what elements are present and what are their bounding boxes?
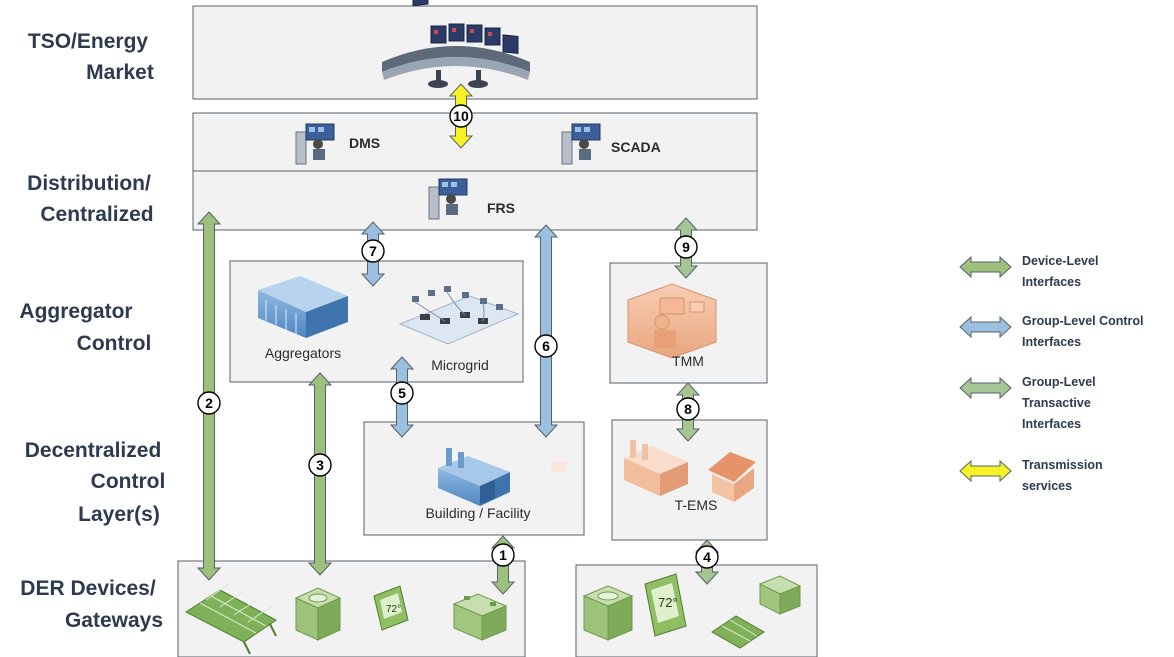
interface-badge-7 <box>361 239 385 263</box>
interface-1: 1 <box>490 535 516 595</box>
interface-7: 7 <box>360 221 386 287</box>
interface-badge-6 <box>534 334 558 358</box>
layer-label-decentralized: Decentralized Control Layer(s) <box>25 439 166 526</box>
interface-8: 8 <box>675 382 701 442</box>
layer-label-tso: TSO/Energy Market <box>28 30 154 84</box>
control-room-icon <box>382 0 530 88</box>
tems-house-icon <box>550 452 756 502</box>
layer-label-distribution: Distribution/ Centralized <box>27 172 153 226</box>
solar-panel-icon-2 <box>711 615 765 649</box>
battery-icon <box>452 593 508 641</box>
frs-operator-icon <box>428 178 468 220</box>
interface-badge-label-10: 10 <box>453 108 469 124</box>
tmm-label: TMM <box>672 353 704 369</box>
interface-badge-3 <box>308 453 332 477</box>
legend-swatch-3 <box>959 376 1012 400</box>
layer-label-aggregator-line2: Control <box>77 332 152 355</box>
interface-2: 2 <box>196 211 222 581</box>
interface-badge-5 <box>390 381 414 405</box>
layer-label-distribution-line2: Centralized <box>40 203 153 226</box>
layer-label-decentralized-line1: Decentralized <box>25 439 162 462</box>
interface-badge-label-2: 2 <box>205 395 213 411</box>
layer-label-aggregator: Aggregator Control <box>19 300 151 355</box>
interface-5: 5 <box>389 356 415 438</box>
interface-3: 3 <box>307 372 333 576</box>
microgrid-icon <box>398 286 520 345</box>
interface-badge-label-6: 6 <box>542 338 550 354</box>
legend-label-3-line2: Transactive <box>1022 396 1091 410</box>
hvac-unit-icon-2 <box>582 585 634 641</box>
interface-badge-label-9: 9 <box>682 239 690 255</box>
dms-label: DMS <box>349 135 380 151</box>
tems-label: T-EMS <box>675 497 718 513</box>
building-label: Building / Facility <box>425 505 530 521</box>
layer-label-tso-line2: Market <box>86 61 154 84</box>
thermostat-reading-2: 72° <box>658 595 678 610</box>
legend-label-1-line2: Interfaces <box>1022 275 1081 289</box>
solar-panel-icon <box>185 582 277 655</box>
interface-badge-label-7: 7 <box>369 243 377 259</box>
legend-swatch-2 <box>959 315 1012 339</box>
hvac-unit-icon <box>294 587 342 641</box>
interface-badge-1 <box>491 543 515 567</box>
legend-label-3-line3: Interfaces <box>1022 417 1081 431</box>
scada-operator-icon <box>561 123 601 165</box>
interface-9: 9 <box>673 217 699 279</box>
legend-swatch-4 <box>959 459 1012 483</box>
tmm-operator-icon <box>627 283 717 359</box>
thermostat-icon-2: 72° <box>644 573 687 637</box>
interface-4: 4 <box>694 539 720 585</box>
interface-badge-label-4: 4 <box>703 549 711 565</box>
interface-badge-10 <box>449 104 473 128</box>
legend-swatch-1 <box>959 255 1012 279</box>
legend-label-1-line1: Device-Level <box>1022 254 1098 268</box>
tems-factory-icon <box>624 440 688 496</box>
legend-label-2-line1: Group-Level Control <box>1022 314 1144 328</box>
layer-label-der-line1: DER Devices/ <box>20 577 156 600</box>
interface-badge-label-8: 8 <box>684 401 692 417</box>
dms-operator-icon <box>295 123 335 165</box>
layer-label-distribution-line1: Distribution/ <box>27 172 151 195</box>
legend-label-2-line2: Interfaces <box>1022 335 1081 349</box>
layer-label-decentralized-line3: Layer(s) <box>78 503 160 526</box>
layer-label-decentralized-line2: Control <box>91 470 166 493</box>
scada-label: SCADA <box>611 139 661 155</box>
interface-6: 6 <box>533 224 559 438</box>
interface-arrow-6 <box>533 224 559 438</box>
thermostat-reading: 72° <box>386 604 401 615</box>
interface-10: 10 <box>448 83 474 149</box>
frs-label: FRS <box>487 200 515 216</box>
interface-badge-label-5: 5 <box>398 385 406 401</box>
legend-label-3-line1: Group-Level <box>1022 375 1096 389</box>
legend-label-4-line2: services <box>1022 479 1072 493</box>
interface-badge-label-1: 1 <box>499 547 507 563</box>
interface-badge-2 <box>197 391 221 415</box>
interface-badge-label-3: 3 <box>316 457 324 473</box>
legend-item-4: Transmission services <box>959 458 1103 493</box>
layer-label-der: DER Devices/ Gateways <box>20 577 163 632</box>
thermostat-icon: 72° <box>373 585 409 631</box>
aggregators-building-icon <box>258 276 348 338</box>
microgrid-label: Microgrid <box>431 357 489 373</box>
layer-label-tso-line1: TSO/Energy <box>28 30 149 53</box>
interface-arrows: 1 2 3 4 5 6 7 8 9 10 <box>196 83 720 595</box>
interface-badge-9 <box>674 235 698 259</box>
aggregators-label: Aggregators <box>265 345 341 361</box>
layer-label-aggregator-line1: Aggregator <box>19 300 132 323</box>
legend-label-4-line1: Transmission <box>1022 458 1103 472</box>
interface-badge-8 <box>676 397 700 421</box>
battery-icon-2 <box>758 575 802 615</box>
interface-badge-4 <box>695 545 719 569</box>
factory-icon <box>438 448 510 506</box>
layer-label-der-line2: Gateways <box>65 609 163 632</box>
